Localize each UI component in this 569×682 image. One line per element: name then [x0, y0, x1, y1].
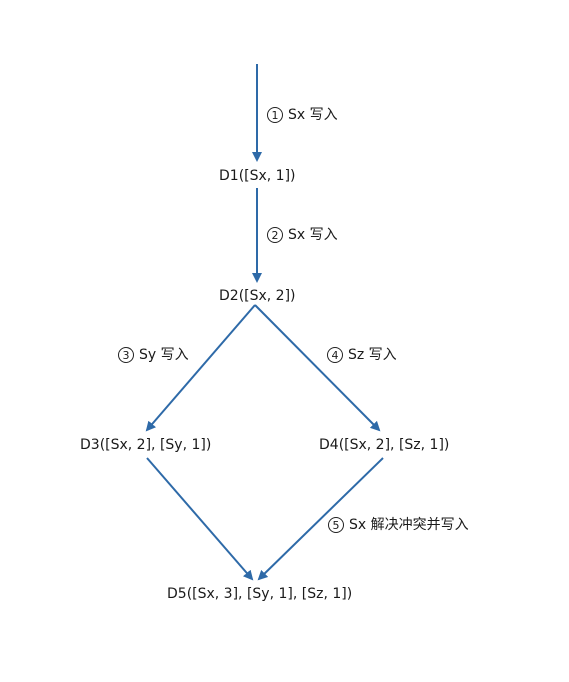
node-d4: D4([Sx, 2], [Sz, 1])	[319, 437, 450, 453]
edge-label-1-text: Sx 写入	[288, 107, 338, 123]
edge-label-4-text: Sz 写入	[348, 347, 397, 363]
edge-label-3-text: Sy 写入	[139, 347, 189, 363]
step-number-4: 4	[327, 347, 343, 363]
step-number-1: 1	[267, 107, 283, 123]
edge-label-1: 1 Sx 写入	[267, 105, 338, 125]
edge-d4-to-d5	[257, 457, 384, 581]
edge-label-5: 5 Sx 解决冲突并写入	[328, 515, 469, 535]
edge-label-5-text: Sx 解决冲突并写入	[349, 517, 469, 533]
edge-d2-to-d3	[145, 304, 256, 432]
edge-label-2-text: Sx 写入	[288, 227, 338, 243]
node-d5: D5([Sx, 3], [Sy, 1], [Sz, 1])	[167, 586, 353, 602]
edge-d3-to-d5	[146, 457, 254, 581]
node-d2: D2([Sx, 2])	[219, 288, 296, 304]
edge-label-4: 4 Sz 写入	[327, 345, 397, 365]
step-number-2: 2	[267, 227, 283, 243]
step-number-3: 3	[118, 347, 134, 363]
node-d1: D1([Sx, 1])	[219, 168, 296, 184]
edge-d2-to-d4	[254, 304, 381, 432]
step-number-5: 5	[328, 517, 344, 533]
edge-label-3: 3 Sy 写入	[118, 345, 189, 365]
edge-label-2: 2 Sx 写入	[267, 225, 338, 245]
node-d3: D3([Sx, 2], [Sy, 1])	[80, 437, 212, 453]
